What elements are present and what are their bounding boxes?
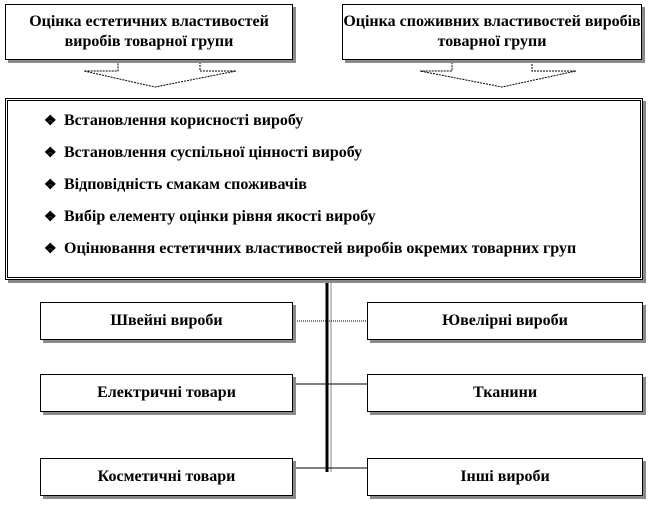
diamond-quad-icon: ❖ — [44, 114, 57, 129]
fabrics-box: Тканини — [367, 374, 643, 412]
sewing-goods-box: Швейні вироби — [40, 302, 293, 340]
diamond-quad-icon: ❖ — [44, 146, 57, 161]
right-down-arrow — [419, 59, 577, 88]
list-item: ❖Встановлення корисності виробу — [44, 107, 640, 139]
main-criteria-box: ❖Встановлення корисності виробу ❖Встанов… — [5, 98, 643, 280]
criteria-list: ❖Встановлення корисності виробу ❖Встанов… — [44, 107, 640, 267]
cosmetic-goods-box: Косметичні товари — [40, 458, 293, 496]
consumer-assessment-box: Оцінка споживних властивостей виробів то… — [342, 4, 642, 60]
left-down-arrow — [83, 59, 237, 88]
list-item: ❖Встановлення суспільної цінності виробу — [44, 139, 640, 171]
jewelry-goods-box: Ювелірні вироби — [367, 302, 643, 340]
consumer-assessment-text: Оцінка споживних властивостей виробів то… — [343, 13, 641, 50]
list-item: ❖Оцінювання естетичних властивостей виро… — [44, 235, 640, 267]
aesthetic-assessment-text: Оцінка естетичних властивостей виробів т… — [29, 13, 269, 50]
diamond-quad-icon: ❖ — [44, 178, 57, 193]
diamond-quad-icon: ❖ — [44, 210, 57, 225]
aesthetic-assessment-box: Оцінка естетичних властивостей виробів т… — [5, 4, 293, 60]
diamond-quad-icon: ❖ — [44, 242, 57, 257]
electrical-goods-box: Електричні товари — [40, 374, 293, 412]
list-item: ❖Відповідність смакам споживачів — [44, 171, 640, 203]
list-item: ❖Вибір елементу оцінки рівня якості виро… — [44, 203, 640, 235]
other-goods-box: Інші вироби — [367, 458, 643, 496]
